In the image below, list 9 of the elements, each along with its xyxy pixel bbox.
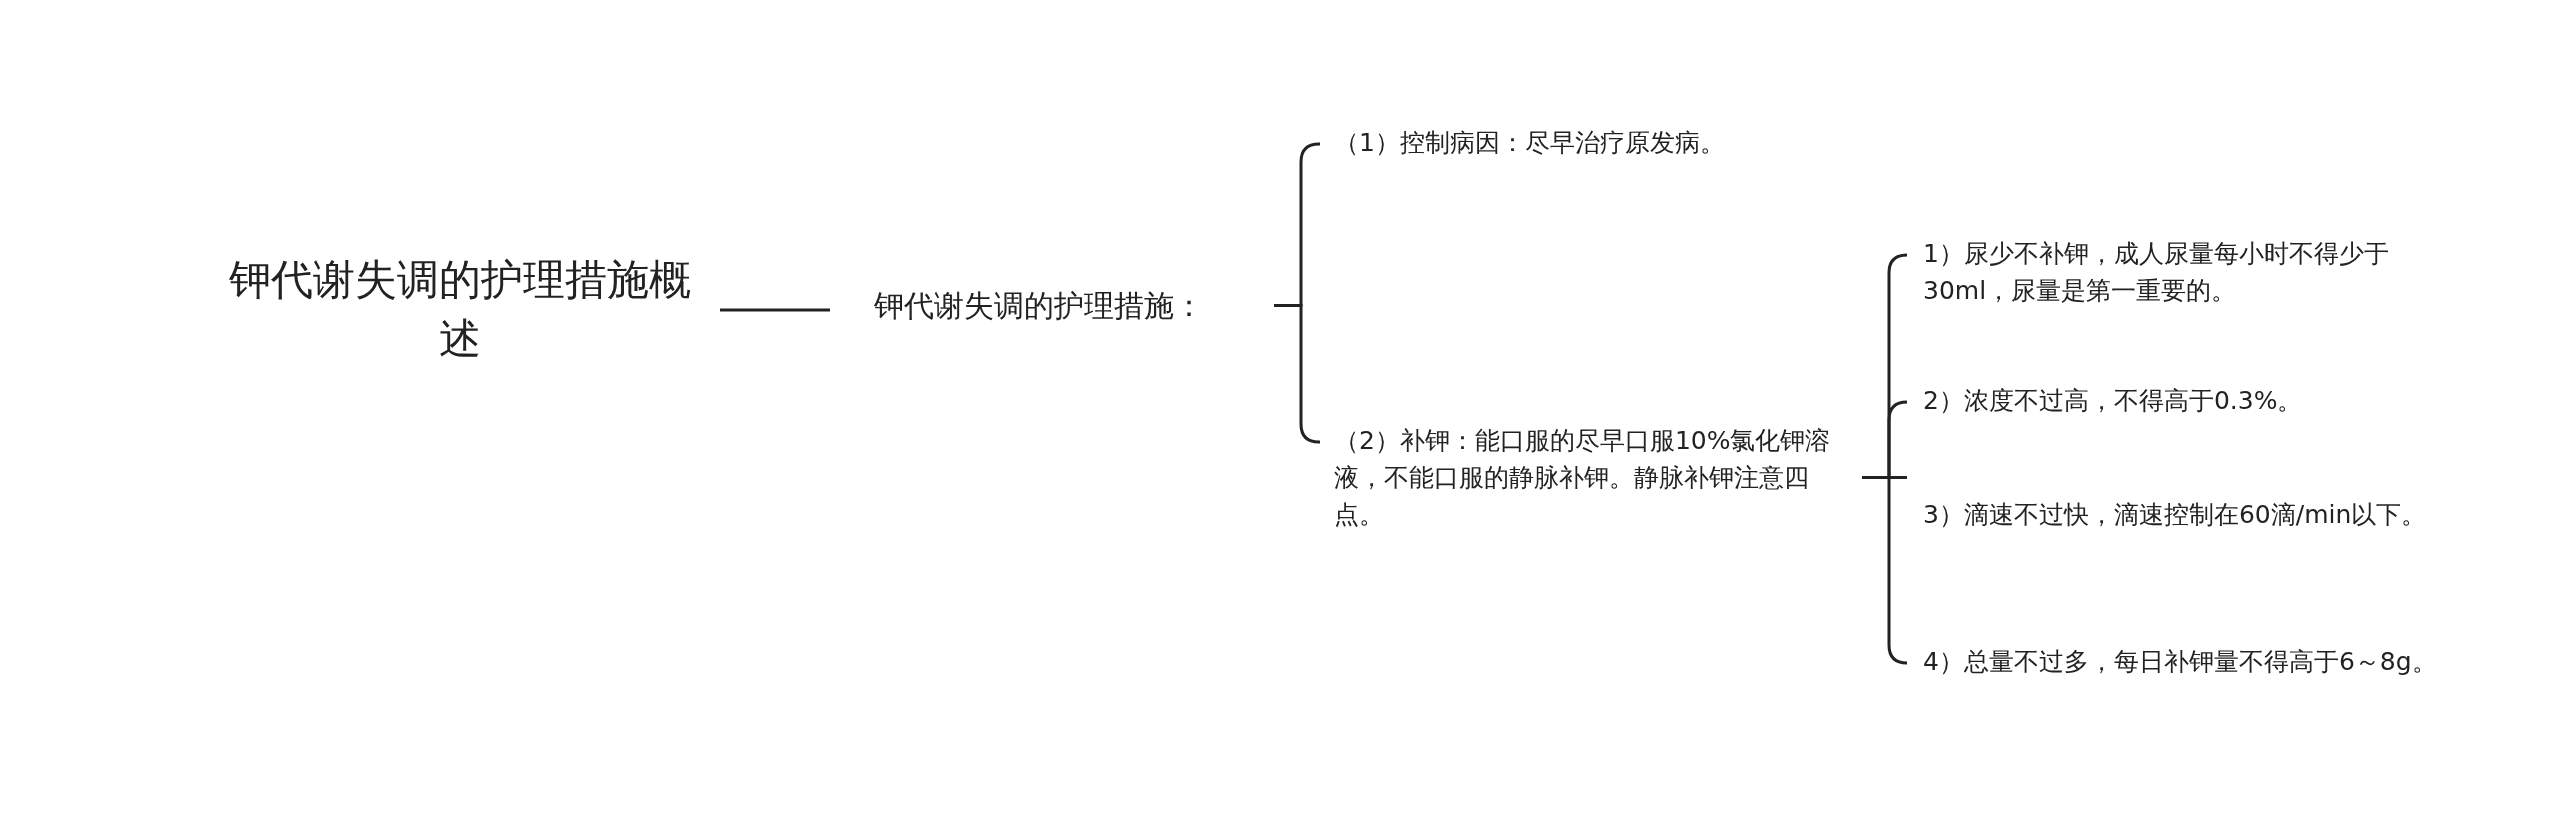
subtopic: 3）滴速不过快，滴速控制在60滴/min以下。 — [1907, 496, 2467, 533]
connector-line — [720, 308, 830, 312]
root-topic: 钾代谢失调的护理措施概述 — [200, 251, 720, 369]
subtopic: （2）补钾：能口服的尽早口服10%氯化钾溶液，不能口服的静脉补钾。静脉补钾注意四点。 — [1320, 422, 1862, 533]
subtopic: 1）尿少不补钾，成人尿量每小时不得少于30ml，尿量是第一重要的。 — [1907, 235, 2452, 309]
subtopic: （1）控制病因：尽早治疗原发病。 — [1320, 124, 1725, 161]
subtopic: 2）浓度不过高，不得高于0.3%。 — [1907, 382, 2467, 419]
branch-topic: 钾代谢失调的护理措施： — [830, 283, 1274, 328]
subtopic: 4）总量不过多，每日补钾量不得高于6～8g。 — [1907, 643, 2467, 680]
